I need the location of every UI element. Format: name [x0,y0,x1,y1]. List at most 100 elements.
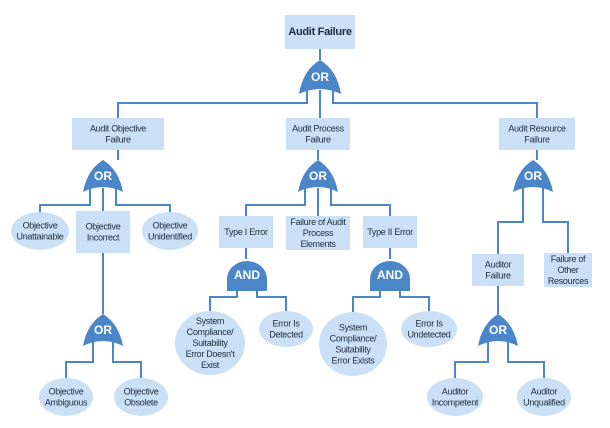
event-ellipse [175,311,245,375]
node-label: Audit Process [292,124,344,134]
event-rect [285,15,355,49]
node-label: Suitability [192,338,228,348]
node-label: Compliance/ [330,334,378,344]
connector-line [454,340,489,378]
node-label: Type I Error [224,227,268,237]
node-label: Failure [485,271,511,281]
type-ii-error-event-box: Type II Error [363,216,417,248]
event-rect [76,211,130,253]
event-ellipse [427,378,483,416]
node-label: Error Exists [332,356,376,366]
gate-shape [478,314,518,346]
and-gate-icon: AND [227,261,267,291]
gate-label: OR [311,70,329,84]
or-gate-icon: OR [299,60,341,94]
connector-line [542,186,569,253]
or-gate-icon: OR [478,314,518,346]
gate-shape [298,160,338,192]
node-label: Error Doesn't [186,349,236,359]
connector-line [115,186,171,212]
node-label: Elements [300,239,336,249]
connector-line [39,186,91,212]
node-label: Resources [548,276,589,286]
event-ellipse [319,312,387,376]
node-label: Objective [153,221,188,231]
gate-label: AND [234,268,260,282]
connector-line [332,88,538,118]
node-label: Incompetent [432,398,479,408]
node-label: Audit Failure [288,26,352,38]
and-gate-icon: AND [370,261,410,291]
gate-shape [83,160,123,192]
gate-label: OR [94,169,112,183]
node-label: Auditor [485,260,512,270]
node-label: Unqualified [523,398,565,408]
connectors [39,49,569,378]
node-label: Process [303,228,334,238]
node-label: Auditor [531,387,558,397]
event-rect [286,216,350,250]
gate-shape [370,261,410,291]
node-label: System [196,316,224,326]
gate-label: OR [489,323,507,337]
event-rect [286,118,350,150]
gate-shape [299,60,341,94]
node-label: Audit Objective [90,124,146,134]
node-label: Objective [124,387,159,397]
connector-line [507,340,545,378]
node-label: Failure [105,135,131,145]
node-label: Error Is [272,319,300,329]
type-i-error-event-box: Type I Error [219,216,273,248]
connector-line [497,186,524,254]
connector-line [245,186,306,216]
node-label: Failure of Audit [290,217,346,227]
node-label: Objective [86,222,121,232]
node-label: Failure [524,135,550,145]
node-label: Suitability [335,345,371,355]
gate-shape [83,314,123,346]
event-rect [219,216,273,248]
node-label: Objective [49,387,84,397]
node-label: Audit Resource [508,124,566,134]
connector-line [330,186,391,216]
node-label: Compliance/ [187,327,235,337]
node-label: Other [557,265,578,275]
gate-label: AND [377,268,403,282]
node-label: System [339,323,367,333]
node-label: Unidentified [148,232,192,242]
event-ellipse [11,212,69,250]
connector-line [117,88,308,118]
or-gate-icon: OR [298,160,338,192]
event-rect [363,216,417,248]
node-label: Obsolete [124,398,158,408]
node-label: Failure [305,135,331,145]
node-label: Incorrect [87,233,120,243]
or-gate-icon: OR [83,314,123,346]
event-rect [472,254,524,286]
node-label: Error Is [415,319,443,329]
event-rect [499,118,575,150]
node-label: Unattainable [17,232,64,242]
connector-line [65,340,94,378]
gate-shape [513,160,553,192]
connector-line [112,340,142,378]
or-gate-icon: OR [513,160,553,192]
